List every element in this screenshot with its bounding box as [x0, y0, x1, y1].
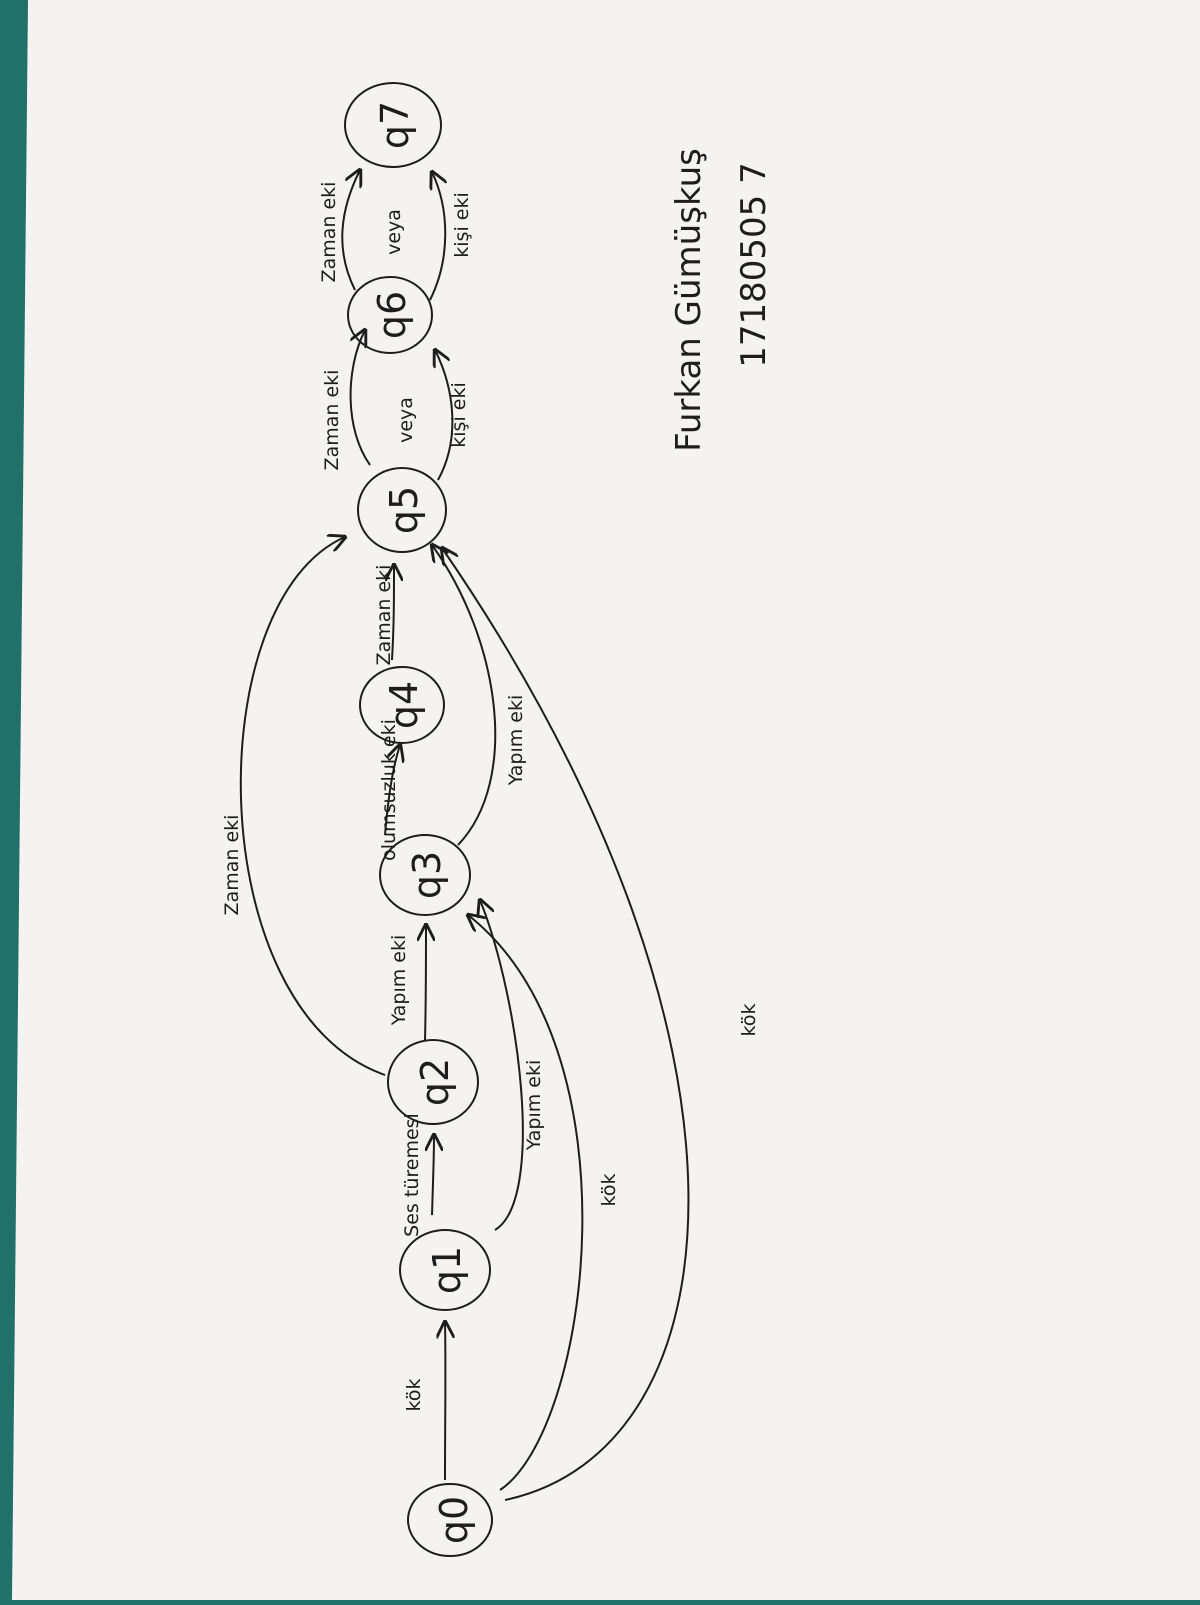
state-q2-label: q2 — [413, 1058, 457, 1106]
paper-sheet — [12, 0, 1200, 1600]
label-q0-q1-kok: kök — [403, 1379, 425, 1412]
label-q6-q7-veya: veya — [383, 209, 405, 255]
state-q0-label: q0 — [432, 1496, 476, 1544]
label-q3-q5-yapim: Yapım eki — [505, 695, 527, 787]
state-q5-label: q5 — [382, 486, 426, 534]
label-q0-q5-kok: kök — [738, 1004, 760, 1037]
label-q6-q7-zaman: Zaman eki — [318, 182, 340, 283]
author-name: Furkan Gümüşkuş — [669, 148, 709, 452]
label-q5-q6-kisi: kişi eki — [448, 382, 470, 447]
label-q5-q6-zaman: Zaman eki — [321, 370, 343, 471]
label-q4-q5-zaman: Zaman eki — [373, 565, 395, 666]
edge-q2-q3 — [425, 925, 426, 1040]
label-q6-q7-kisi: kişi eki — [451, 192, 473, 257]
label-q5-q6-veya: veya — [395, 397, 417, 443]
label-q1-q3-yapim: Yapım eki — [523, 1060, 545, 1152]
label-q2-q5-zaman: Zaman eki — [221, 815, 243, 916]
state-q1-label: q1 — [425, 1246, 469, 1294]
label-q1-q2-ses: Ses türemesi — [401, 1113, 423, 1237]
state-q6-label: q6 — [370, 291, 414, 339]
label-q2-q3-yapim: Yapım eki — [388, 935, 410, 1027]
state-q7-label: q7 — [373, 101, 417, 149]
author-number: 17180505 7 — [734, 162, 774, 368]
label-q0-q3-kok: kök — [598, 1174, 620, 1207]
label-q3-q4-olumsuzluk: olumsuzluk eki — [378, 719, 400, 861]
state-q3-label: q3 — [405, 851, 449, 899]
